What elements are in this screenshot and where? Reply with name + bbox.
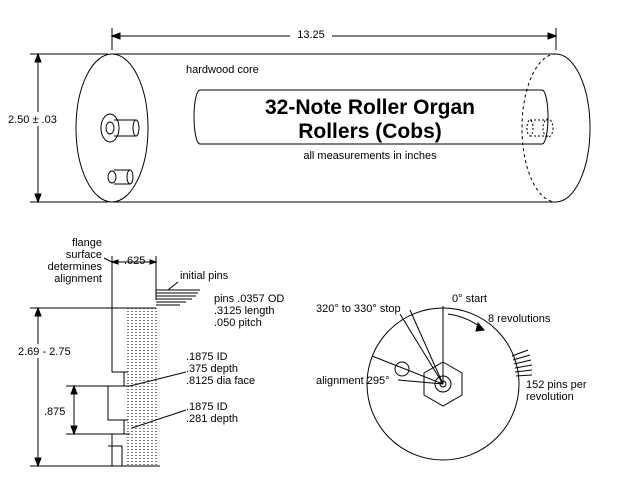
alignment-label: alignment 295° bbox=[316, 375, 390, 387]
title-line-2: Rollers (Cobs) bbox=[298, 120, 442, 143]
pins-spec-1: pins .0357 OD bbox=[214, 293, 284, 305]
pin-zone bbox=[127, 308, 157, 466]
cylinder-right-hidden bbox=[521, 53, 557, 203]
pin-rows bbox=[156, 289, 200, 306]
pins-per-rev-2: revolution bbox=[526, 391, 574, 403]
flange-note-3: determines bbox=[48, 261, 103, 273]
bore2-spec-2: .281 depth bbox=[186, 413, 238, 425]
cylinder-view bbox=[30, 28, 591, 204]
length-dim-text: 13.25 bbox=[297, 29, 325, 41]
core-label: hardwood core bbox=[186, 64, 259, 76]
title-line-1: 32-Note Roller Organ bbox=[265, 96, 475, 119]
flange-note-1: flange bbox=[72, 237, 102, 249]
alignment-leader bbox=[397, 379, 444, 385]
bore2-spec-1: .1875 ID bbox=[186, 401, 228, 413]
revolutions-label: 8 revolutions bbox=[488, 313, 551, 325]
height-dim-text: 2.69 - 2.75 bbox=[18, 346, 71, 358]
diameter-dim-line bbox=[30, 53, 108, 203]
stop-ray-2 bbox=[409, 309, 444, 385]
bore1-spec-2: .375 depth bbox=[186, 363, 238, 375]
stop-label: 320° to 330° stop bbox=[316, 303, 401, 315]
flange-dim-text: .625 bbox=[124, 255, 145, 267]
flange-profile bbox=[107, 307, 156, 466]
cylinder-right-end bbox=[555, 53, 591, 203]
pins-per-rev-1: 152 pins per bbox=[526, 379, 587, 391]
initial-pins-label: initial pins bbox=[180, 270, 229, 282]
alignment-ray bbox=[371, 355, 444, 385]
pins-spec-3: .050 pitch bbox=[214, 317, 262, 329]
alignment-hole bbox=[394, 361, 410, 377]
cylinder-left-end bbox=[75, 53, 149, 203]
stop-ray-1 bbox=[399, 313, 444, 385]
cylinder-outline bbox=[112, 53, 556, 203]
bore1-spec-1: .1875 ID bbox=[186, 351, 228, 363]
height-dim-line bbox=[30, 307, 112, 467]
pin-ticks bbox=[511, 349, 533, 377]
flange-note-4: alignment bbox=[54, 273, 102, 285]
diameter-dim-text: 2.50 ± .03 bbox=[8, 114, 57, 126]
axle-bore-outer bbox=[100, 113, 120, 143]
axle-bore-inner bbox=[105, 121, 115, 135]
pins-spec-2: .3125 length bbox=[214, 305, 275, 317]
bore1-spec-3: .8125 dia face bbox=[186, 375, 255, 387]
units-note: all measurements in inches bbox=[303, 150, 437, 162]
end-view bbox=[366, 306, 533, 461]
alignment-bore bbox=[107, 170, 117, 184]
start-label: 0° start bbox=[452, 293, 487, 305]
length-dim-line bbox=[111, 28, 557, 50]
title-label-scroll bbox=[200, 89, 542, 145]
hub-hexagon bbox=[423, 361, 463, 407]
flange-note-2: surface bbox=[66, 249, 102, 261]
offset-dim-text: .875 bbox=[44, 406, 65, 418]
section-view bbox=[30, 256, 200, 468]
